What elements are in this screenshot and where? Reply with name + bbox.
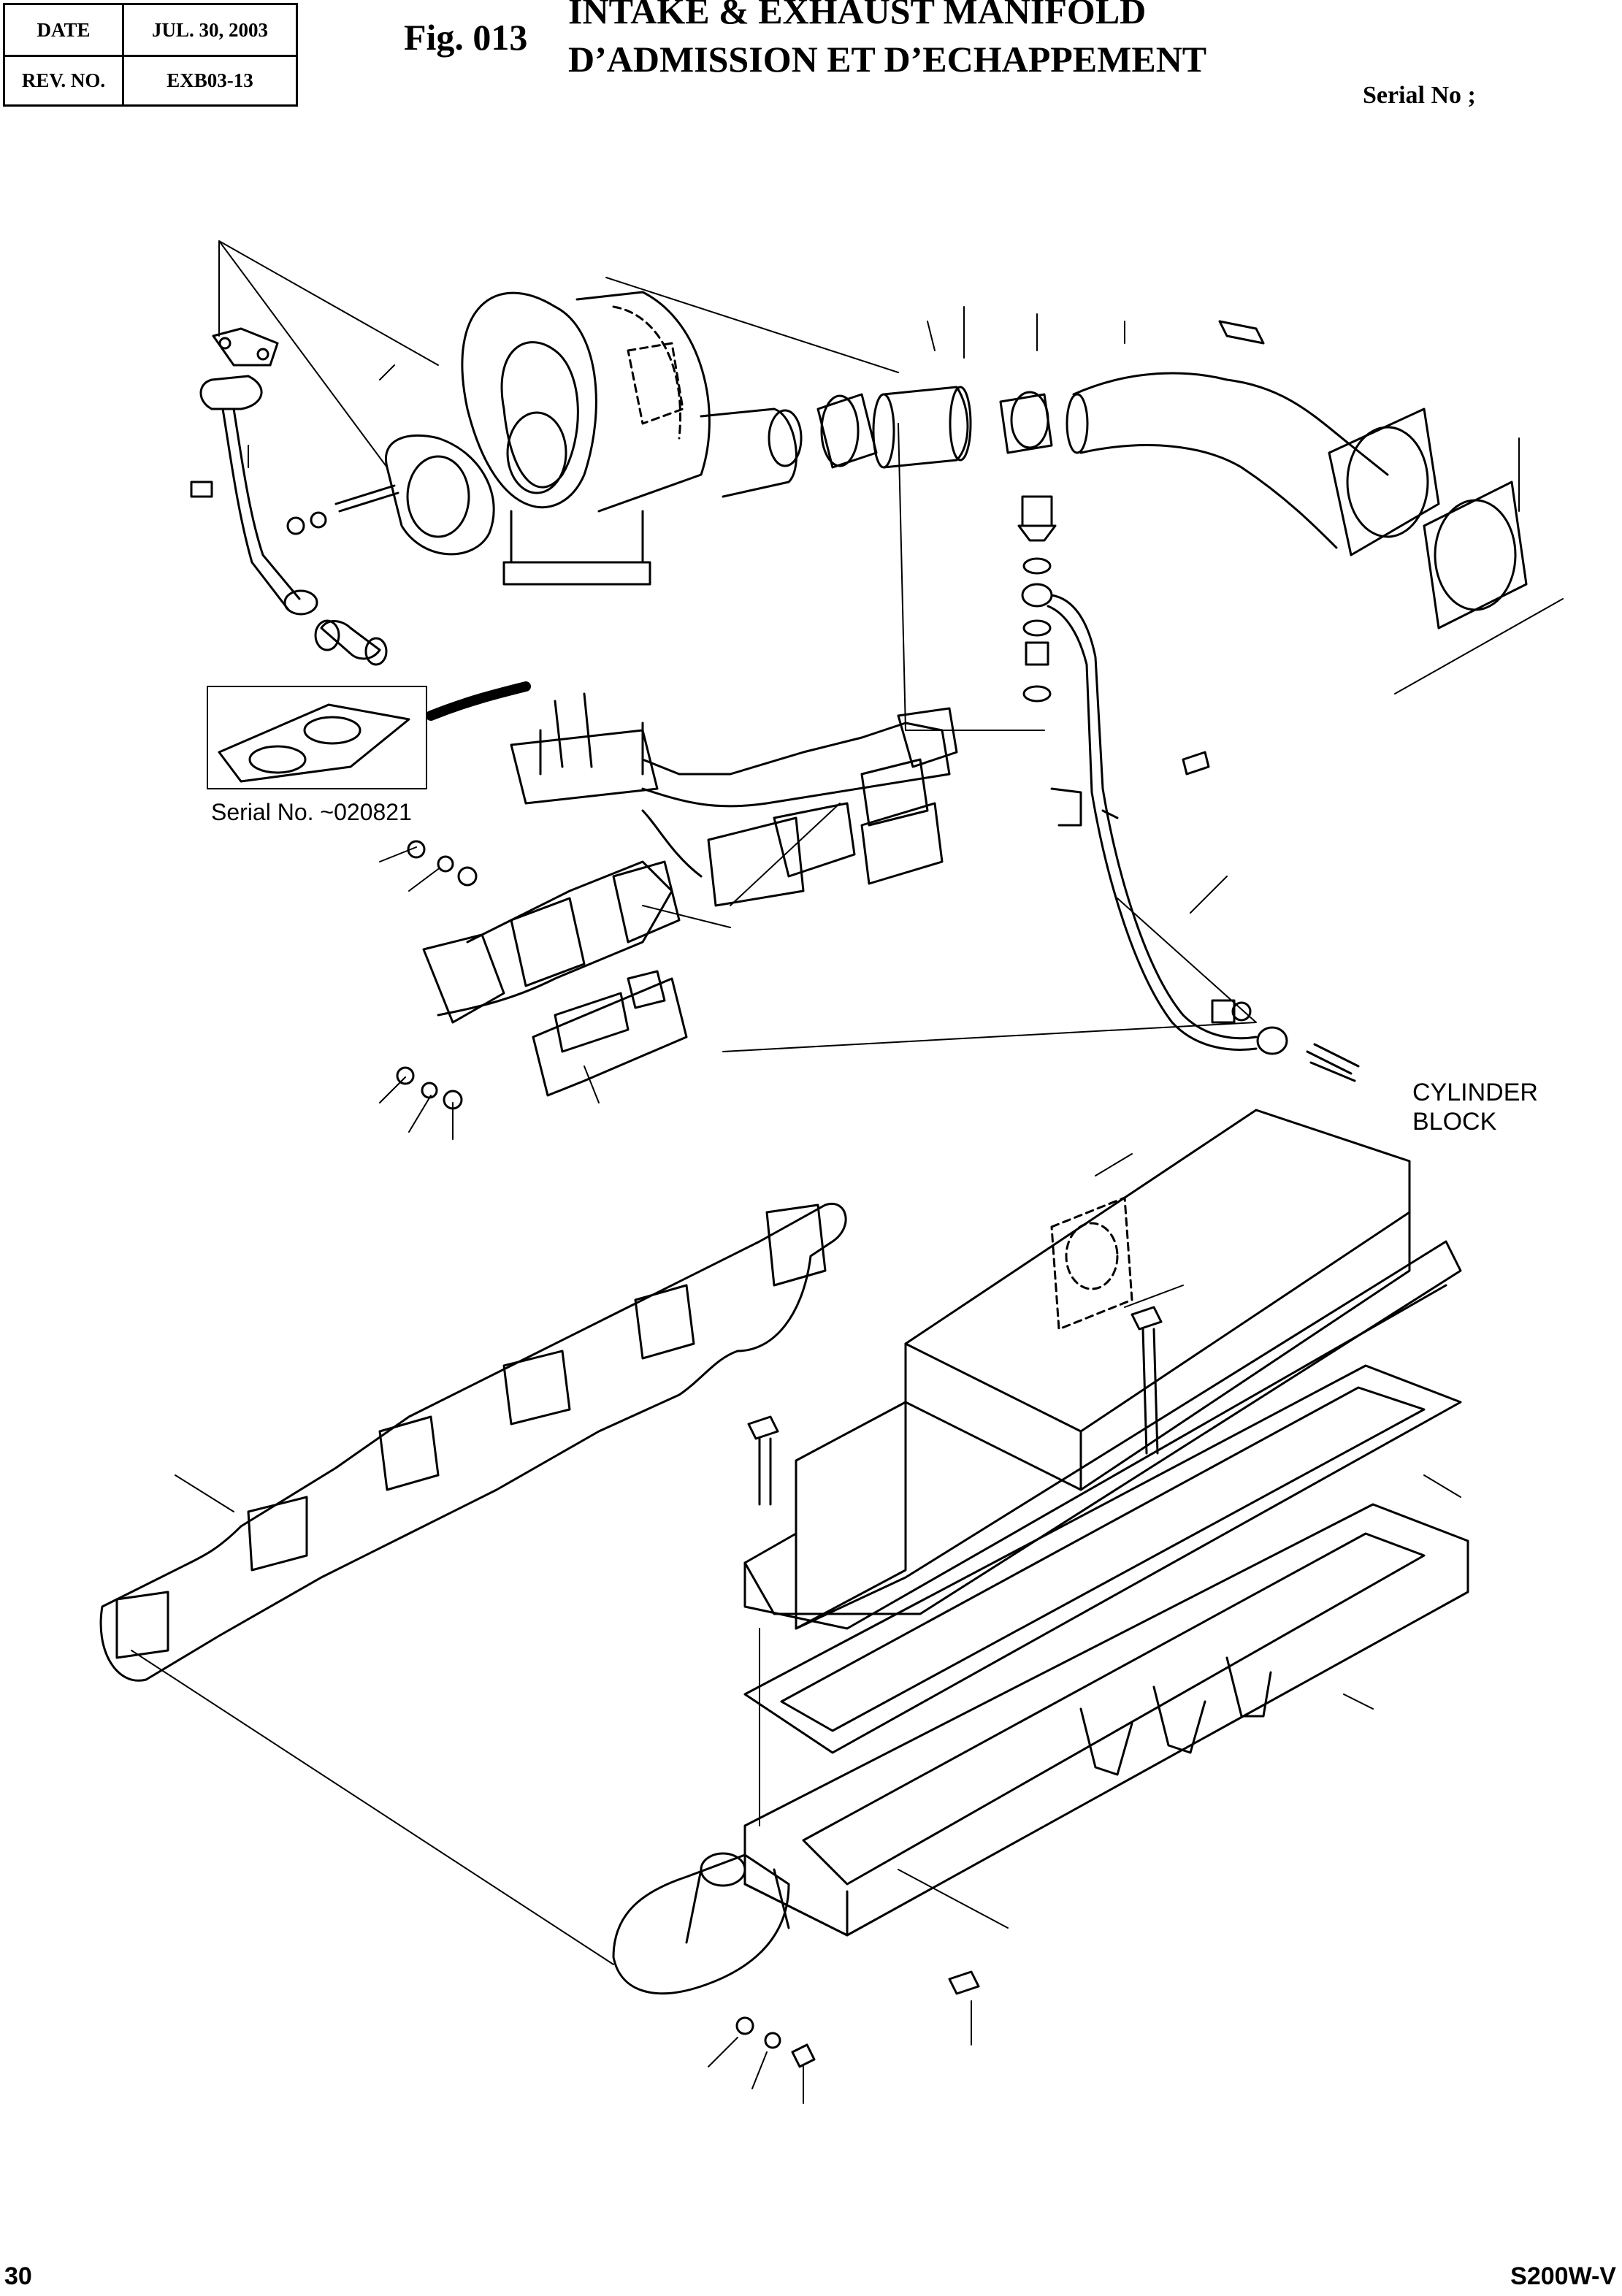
- studs-nuts-left: [190, 481, 399, 666]
- intake-manifold-base: [743, 1503, 1469, 1937]
- exhaust-manifold-upper: [510, 692, 958, 907]
- inset-caption: Serial No. ~020821: [211, 799, 412, 825]
- page-number: 30: [4, 2262, 32, 2290]
- elbow-pipe: [1066, 320, 1440, 556]
- outlet-housing: [612, 1852, 790, 1995]
- inset-old-gasket: [207, 681, 531, 789]
- cylinder-block-line2: BLOCK: [1412, 1108, 1497, 1136]
- flange-gasket: [1423, 481, 1528, 630]
- lower-fasteners: [735, 1970, 980, 2068]
- model-code: S200W-V: [1510, 2262, 1616, 2290]
- cover-gasket: [743, 1364, 1462, 1754]
- title-english: INTAKE & EXHAUST MANIFOLD: [568, 0, 1147, 31]
- cover-bolts: [747, 1306, 1163, 1506]
- revision-table: DATE JUL. 30, 2003 REV. NO. EXB03-13: [3, 3, 298, 107]
- date-label: DATE: [37, 18, 91, 41]
- cylinder-block-label: CYLINDER BLOCK: [1412, 1078, 1538, 1136]
- exhaust-gasket-strip: [99, 1202, 847, 1682]
- serial-label: Serial No ;: [1363, 82, 1476, 109]
- rev-label: REV. NO.: [5, 55, 122, 104]
- exhaust-manifold-lower: [422, 860, 688, 1097]
- wastegate-pipe: [199, 327, 318, 616]
- cylinder-block-line1: CYLINDER: [1412, 1079, 1538, 1106]
- block-bolt: [1306, 1043, 1360, 1082]
- reference-lines: [131, 240, 1564, 2104]
- manifold-nuts: [396, 840, 478, 1110]
- intake-hose-and-clamps: [816, 386, 1053, 469]
- date-value: JUL. 30, 2003: [122, 5, 296, 55]
- title-french: D’ADMISSION ET D’ECHAPPEMENT: [568, 39, 1207, 80]
- figure-number: Fig. 013: [404, 17, 528, 58]
- rev-value: EXB03-13: [122, 55, 296, 104]
- oil-line: [1017, 495, 1288, 1055]
- turbocharger: [461, 291, 803, 586]
- intake-manifold-cover: [743, 1109, 1462, 1630]
- turbo-gasket: [385, 434, 495, 556]
